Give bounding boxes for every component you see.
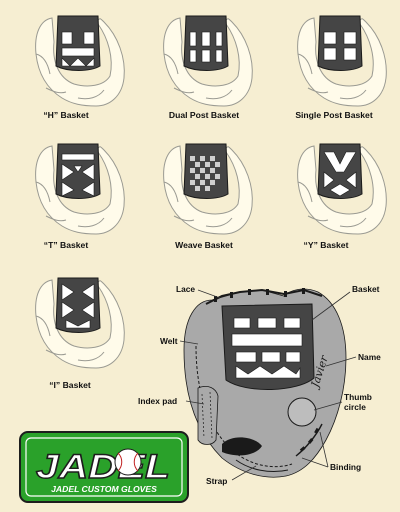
callout-binding: Binding (301, 431, 361, 472)
jadel-logo: JADEL JADEL CUSTOM GLOVES (19, 431, 189, 503)
y-basket-glove (297, 143, 387, 235)
callout-strap: Strap (206, 465, 257, 486)
i-basket-label: “I” Basket (49, 380, 91, 390)
single-post-basket-label: Single Post Basket (295, 110, 373, 120)
callout-basket: Basket (311, 284, 380, 321)
labeled-glove: Javier (183, 288, 347, 478)
y-basket-label: “Y” Basket (304, 240, 349, 250)
weave-basket-label: Weave Basket (175, 240, 233, 250)
logo-wordmark: JADEL (36, 448, 170, 486)
callout-thumb-circle: Thumb circle (313, 392, 372, 412)
weave-basket-glove (163, 143, 253, 235)
svg-text:Index pad: Index pad (138, 396, 177, 406)
dual-post-basket-label: Dual Post Basket (169, 110, 239, 120)
baseball-icon (114, 448, 142, 476)
svg-text:Thumb: Thumb (344, 392, 372, 402)
h-basket-label: “H” Basket (43, 110, 89, 120)
callout-name: Name (325, 352, 381, 367)
svg-text:Strap: Strap (206, 476, 227, 486)
svg-text:Name: Name (358, 352, 381, 362)
callout-index-pad: Index pad (138, 396, 205, 406)
svg-text:circle: circle (344, 402, 366, 412)
logo-tagline: JADEL CUSTOM GLOVES (51, 484, 157, 494)
svg-text:Lace: Lace (176, 284, 195, 294)
svg-text:Welt: Welt (160, 336, 178, 346)
h-basket-glove (35, 15, 125, 107)
t-basket-glove (35, 143, 125, 235)
i-basket-glove (35, 277, 125, 369)
t-basket-label: “T” Basket (44, 240, 89, 250)
single-post-basket-glove (297, 15, 387, 107)
svg-text:Basket: Basket (352, 284, 380, 294)
callout-welt: Welt (160, 336, 199, 346)
dual-post-basket-glove (163, 15, 253, 107)
svg-text:Binding: Binding (330, 462, 361, 472)
callout-lace: Lace (176, 284, 221, 299)
